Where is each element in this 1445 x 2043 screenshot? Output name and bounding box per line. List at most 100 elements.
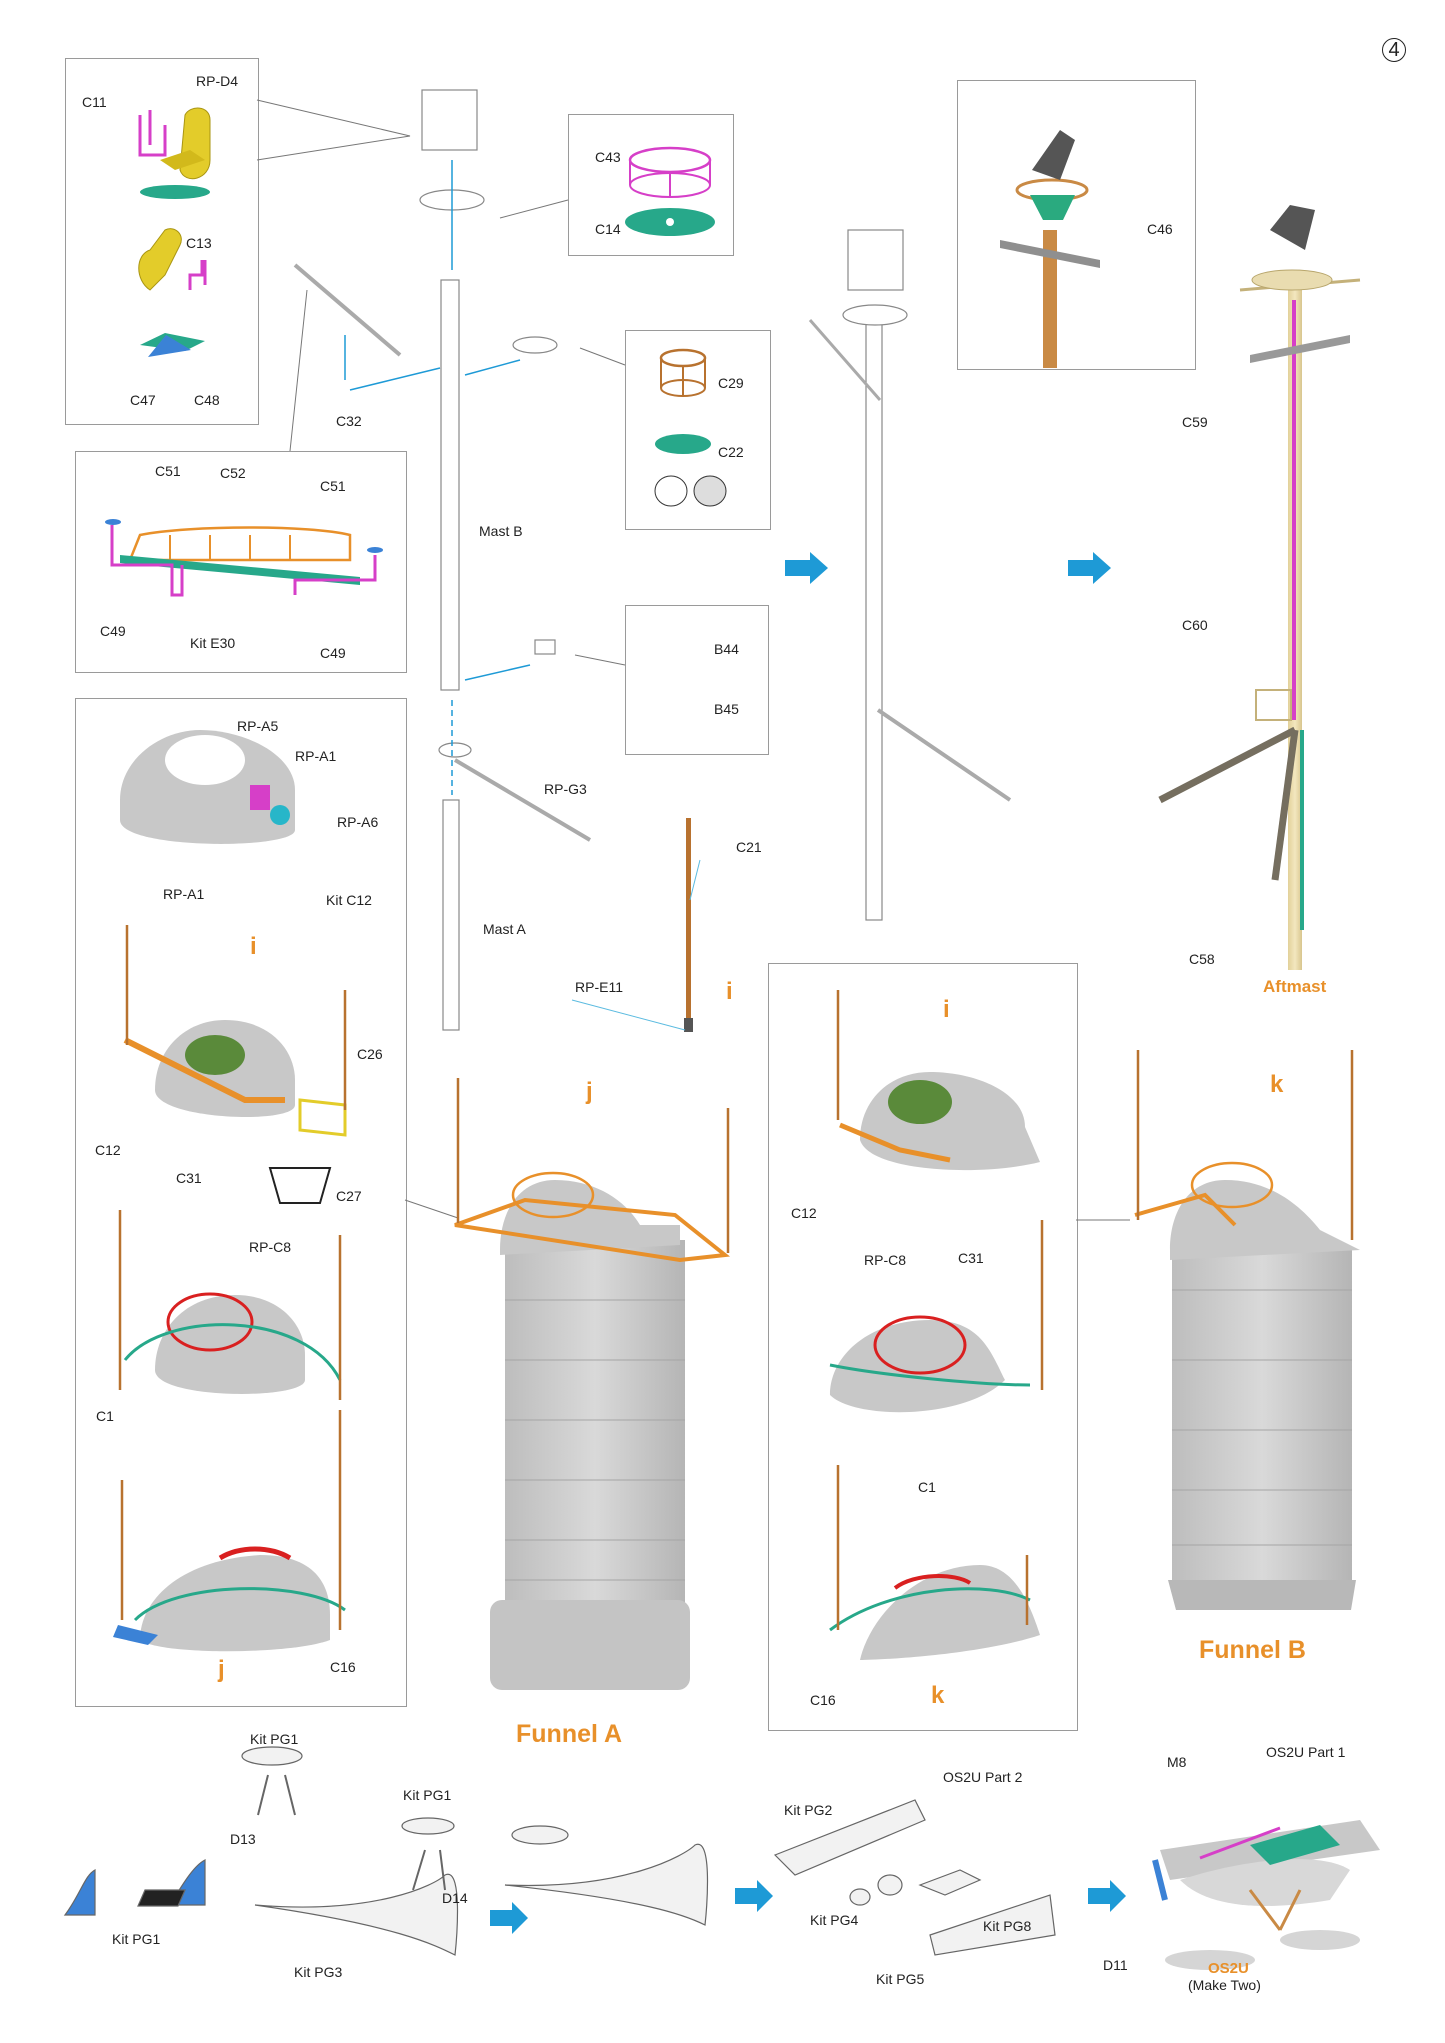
walkway-assembly — [105, 519, 383, 597]
aftmast-model — [1158, 205, 1361, 970]
funnel-a-stage-2 — [123, 925, 347, 1204]
os2u-model — [1152, 1820, 1380, 1970]
part-label-b45: B45 — [714, 701, 739, 717]
detail-frame-funnel-a-steps — [75, 698, 407, 1707]
part-label-mast-b: Mast B — [479, 523, 523, 539]
part-label-kit-pg1-b: Kit PG1 — [403, 1787, 452, 1803]
part-label-c48: C48 — [194, 392, 220, 408]
funnel-a-stage-4 — [113, 1410, 346, 1652]
callout-i-rod: i — [726, 978, 733, 1005]
funnel-a-stage-1 — [120, 730, 295, 844]
funnel-b-stage-1 — [836, 990, 1040, 1171]
part-label-d13: D13 — [230, 1831, 256, 1847]
part-label-c11: C11 — [82, 94, 107, 110]
callout-leaders — [256, 99, 1130, 1221]
detail-frame-b44-b45 — [625, 605, 769, 755]
part-label-rp-a1-bottom: RP-A1 — [163, 886, 205, 902]
title-aftmast: Aftmast — [1263, 977, 1327, 996]
c21-rod — [684, 818, 693, 1032]
title-funnel-a: Funnel A — [516, 1720, 623, 1748]
part-label-c52: C52 — [220, 465, 246, 481]
part-label-c13: C13 — [186, 235, 212, 251]
part-label-c12-b: C12 — [791, 1205, 817, 1221]
funnel-a-model — [454, 1078, 731, 1690]
part-label-m8: M8 — [1167, 1754, 1187, 1770]
part-label-c12-a: C12 — [95, 1142, 121, 1158]
part-label-d14: D14 — [442, 1890, 468, 1906]
part-label-c16-b: C16 — [810, 1692, 836, 1708]
callout-j-stage: j — [218, 1656, 225, 1683]
assembly-arrows — [344, 160, 531, 795]
part-label-rp-a6: RP-A6 — [337, 814, 379, 830]
part-label-os2u-part-1: OS2U Part 1 — [1266, 1744, 1346, 1760]
part-label-kit-pg1-a: Kit PG1 — [250, 1731, 299, 1747]
part-label-kit-e30: Kit E30 — [190, 635, 236, 651]
mast-sketch — [293, 89, 592, 1031]
os2u-parts — [63, 1746, 1056, 1956]
part-label-rp-e11: RP-E11 — [575, 979, 623, 995]
part-label-kit-pg4: Kit PG4 — [810, 1912, 859, 1928]
part-label-c51-right: C51 — [320, 478, 346, 494]
part-label-c32: C32 — [336, 413, 362, 429]
part-label-c1-a: C1 — [96, 1408, 114, 1424]
part-label-c1-b: C1 — [918, 1479, 936, 1495]
funnel-b-stage-2 — [829, 1220, 1044, 1413]
step-number: 4 — [1382, 38, 1406, 62]
callout-i-funnel-a: i — [250, 933, 257, 960]
part-label-c31-b: C31 — [958, 1250, 984, 1266]
funnel-a-stage-3 — [118, 1210, 342, 1400]
part-label-rp-g3: RP-G3 — [544, 781, 587, 797]
c29-c22-parts — [654, 348, 727, 507]
part-label-c16-a: C16 — [330, 1659, 356, 1675]
part-label-kit-pg3: Kit PG3 — [294, 1964, 343, 1980]
part-label-c60: C60 — [1182, 617, 1208, 633]
part-label-c51-left: C51 — [155, 463, 181, 479]
rp-d4-and-c11-assembly — [138, 107, 211, 199]
part-label-b44: B44 — [714, 641, 739, 657]
part-label-c49-left: C49 — [100, 623, 126, 639]
os2u-make-two-note: (Make Two) — [1188, 1977, 1261, 1993]
part-label-d11: D11 — [1103, 1957, 1128, 1973]
title-os2u: OS2U — [1208, 1960, 1249, 1977]
part-label-c22: C22 — [718, 444, 744, 460]
funnel-b-model — [1134, 1050, 1360, 1610]
c47-c48-assembly — [138, 228, 207, 357]
part-label-kit-pg5: Kit PG5 — [876, 1971, 925, 1987]
mast-sketch-assembled — [808, 229, 1012, 921]
part-label-c21: C21 — [736, 839, 762, 855]
part-label-c49-right: C49 — [320, 645, 346, 661]
c46-mast-top — [1000, 130, 1100, 368]
part-label-rp-a5: RP-A5 — [237, 718, 279, 734]
part-label-kit-c12: Kit C12 — [326, 892, 372, 908]
part-label-rp-a1-top: RP-A1 — [295, 748, 337, 764]
part-label-kit-pg8: Kit PG8 — [983, 1918, 1032, 1934]
part-label-c46: C46 — [1147, 221, 1173, 237]
part-label-c47: C47 — [130, 392, 156, 408]
callout-k-funnel-b: k — [1270, 1071, 1284, 1098]
part-label-kit-pg2: Kit PG2 — [784, 1802, 833, 1818]
part-label-rp-d4: RP-D4 — [196, 73, 239, 89]
part-label-c26: C26 — [357, 1046, 383, 1062]
part-label-c59: C59 — [1182, 414, 1208, 430]
callout-i-funnel-b: i — [943, 996, 950, 1023]
part-label-c27: C27 — [336, 1188, 362, 1204]
part-label-kit-pg1-c: Kit PG1 — [112, 1931, 161, 1947]
part-label-rp-c8-a: RP-C8 — [249, 1239, 292, 1255]
part-label-c31-a: C31 — [176, 1170, 202, 1186]
label-leaders — [571, 859, 701, 1031]
part-label-c43: C43 — [595, 149, 621, 165]
part-label-c29: C29 — [718, 375, 744, 391]
callout-j-funnel-a: j — [586, 1078, 593, 1105]
part-label-rp-c8-b: RP-C8 — [864, 1252, 907, 1268]
flow-arrows — [490, 552, 1126, 1934]
part-label-os2u-part-2: OS2U Part 2 — [943, 1769, 1023, 1785]
detail-frame-c46 — [957, 80, 1196, 370]
part-label-c58: C58 — [1189, 951, 1215, 967]
part-label-mast-a: Mast A — [483, 921, 526, 937]
title-funnel-b: Funnel B — [1199, 1636, 1306, 1664]
c43-c14-parts — [625, 146, 715, 236]
funnel-b-stage-3 — [829, 1465, 1040, 1660]
part-label-c14: C14 — [595, 221, 621, 237]
